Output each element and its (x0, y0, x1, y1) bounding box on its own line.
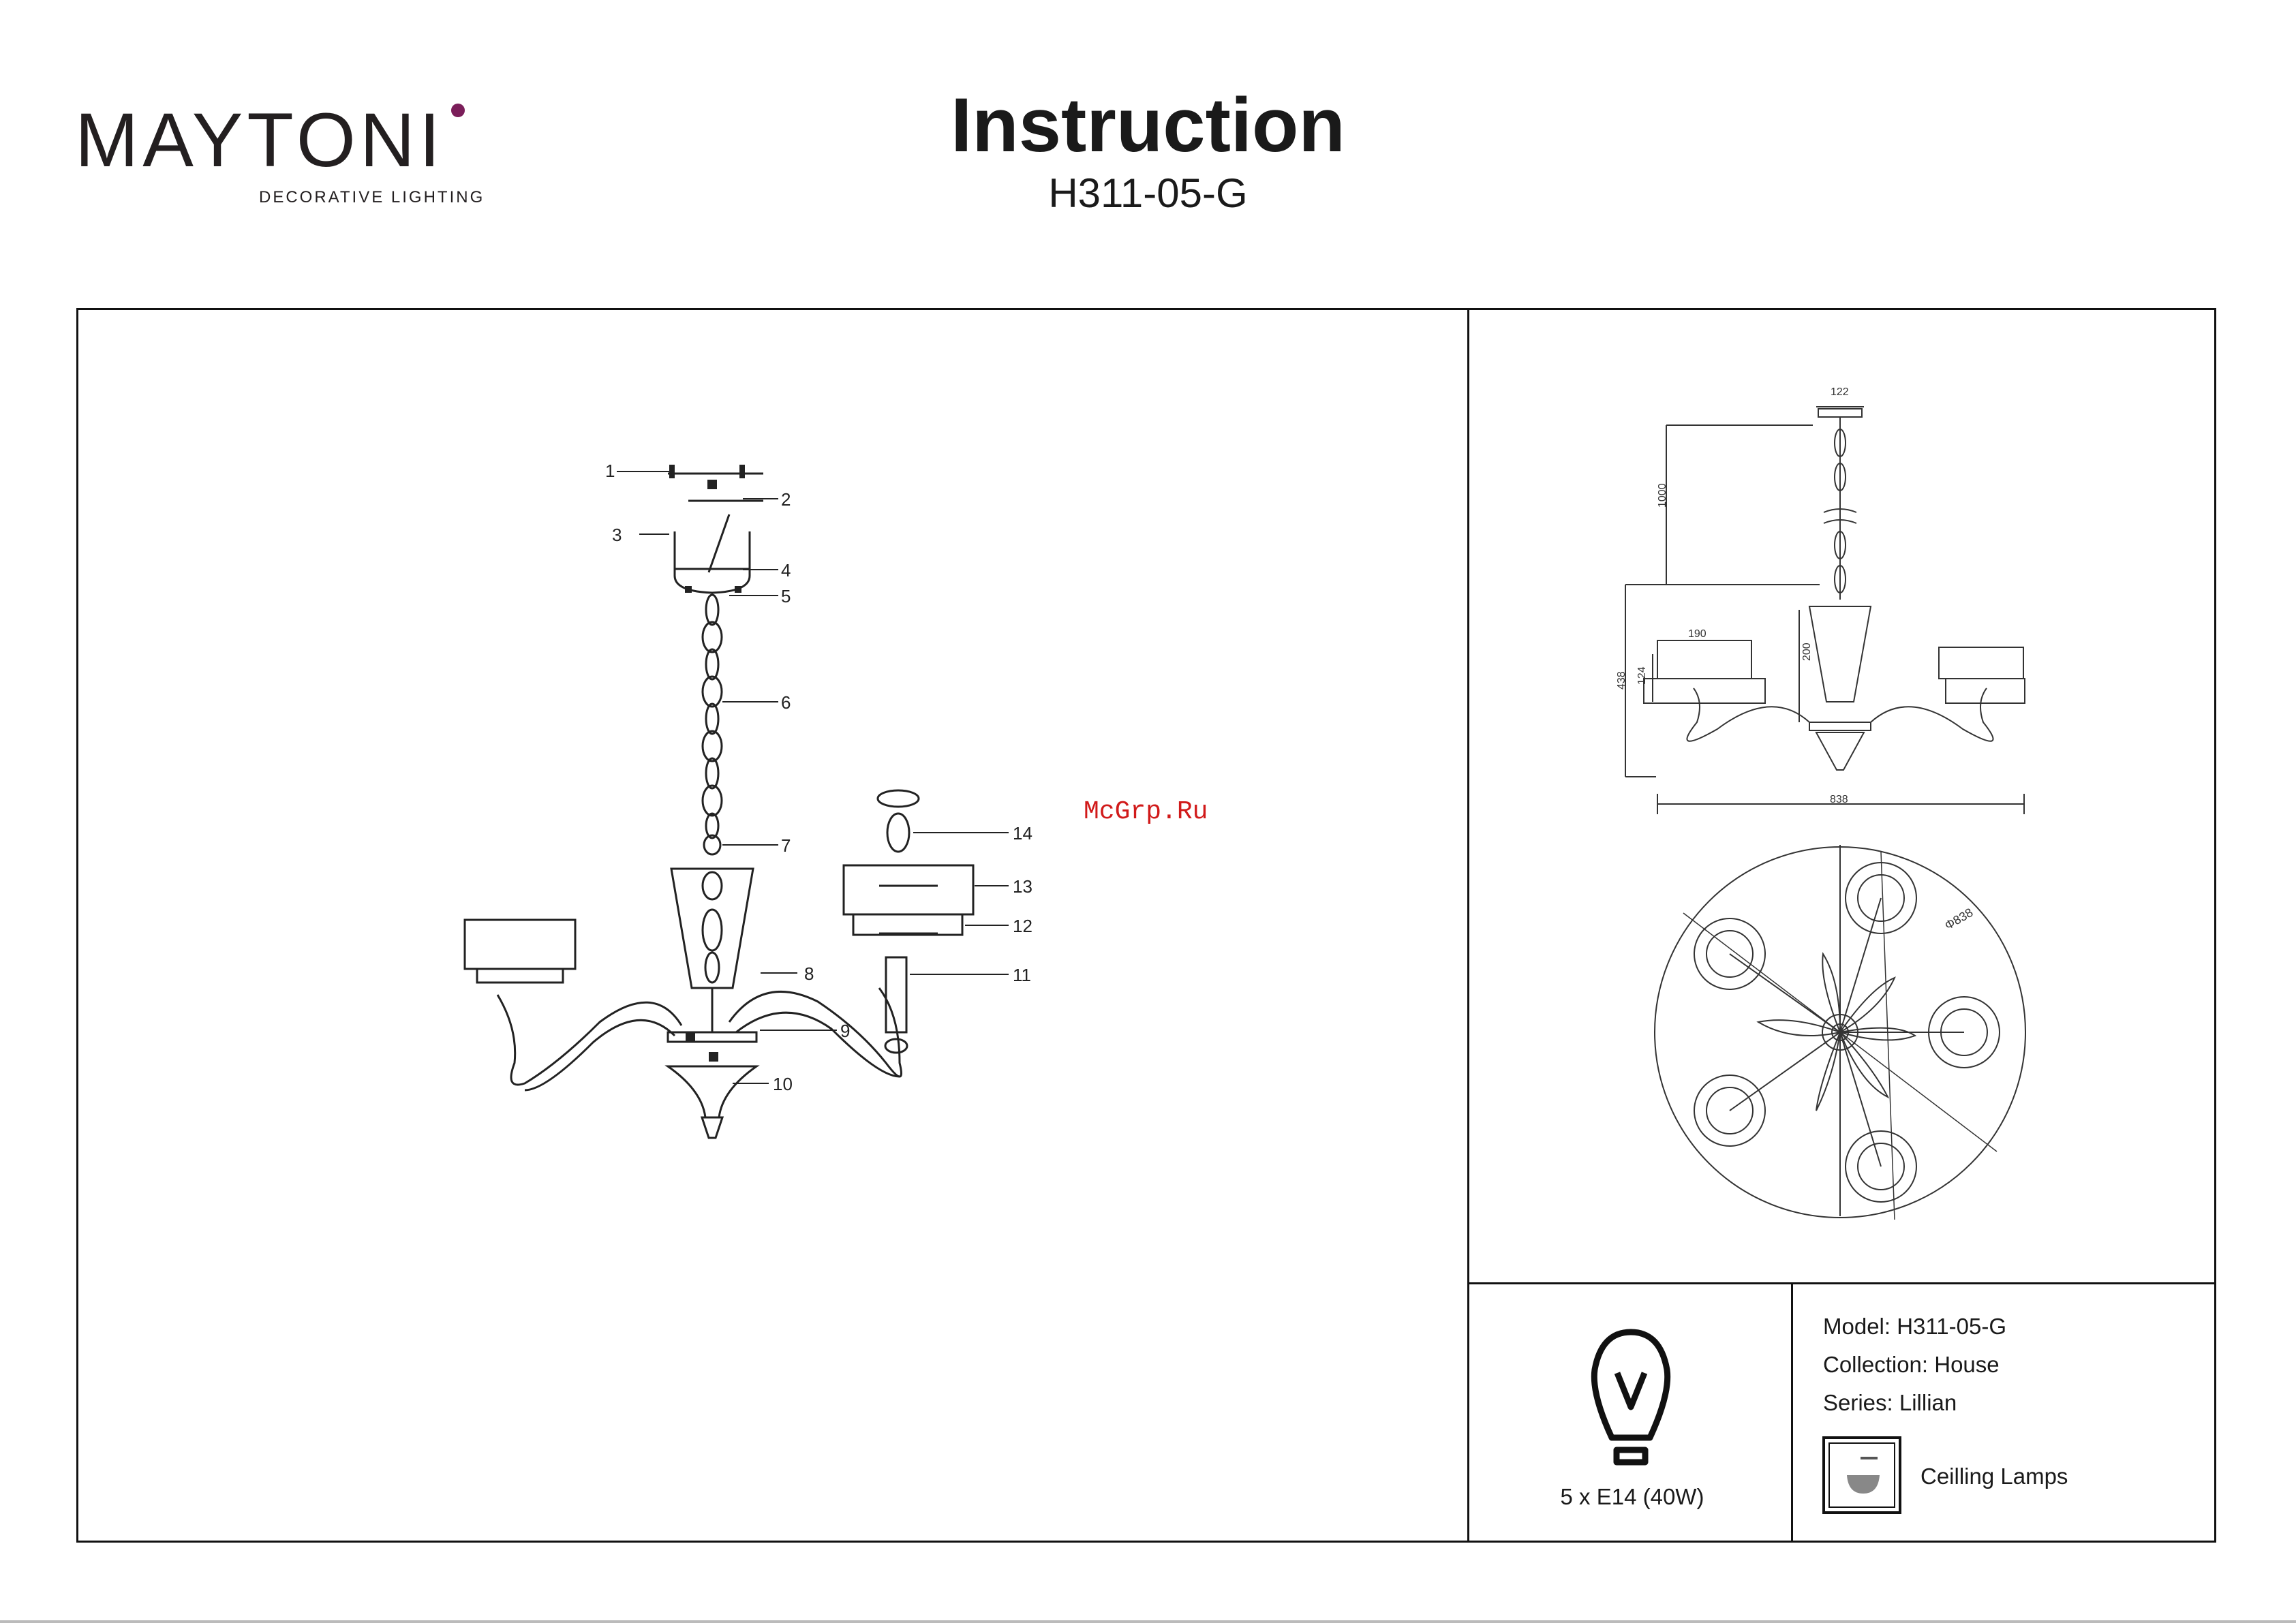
product-type-label: Ceilling Lamps (1920, 1465, 2068, 1487)
bottom-rule (0, 1620, 2296, 1623)
